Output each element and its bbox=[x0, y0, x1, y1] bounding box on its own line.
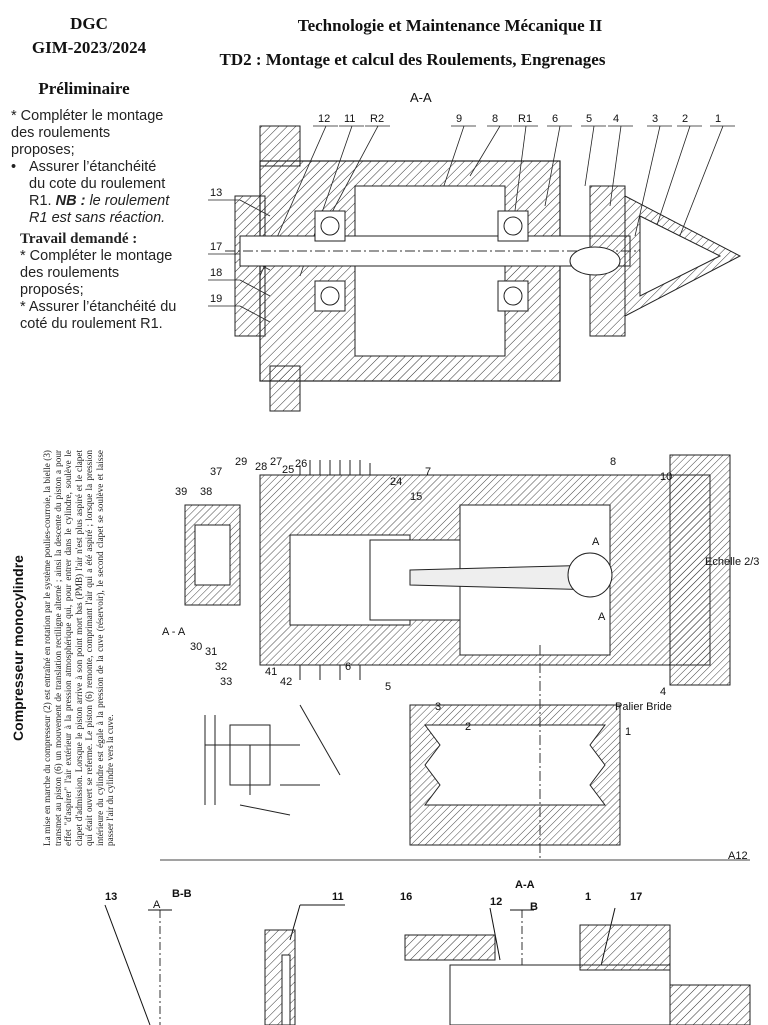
callout-label: 12 bbox=[318, 113, 330, 125]
preliminaire-title: Préliminaire bbox=[38, 79, 130, 98]
bearing-assembly-drawing: A-A 12 11 R2 9 8 R1 6 5 4 3 2 1 13 17 18 19 bbox=[208, 90, 742, 412]
callout-label: 3 bbox=[652, 113, 658, 125]
preliminaire-bullet: • Assurer l’étanchéité du cote du rouleme… bbox=[11, 159, 176, 227]
travail-title: Travail demandé : bbox=[20, 231, 138, 247]
compressor-callout: 2 bbox=[465, 721, 471, 733]
dept-label: DGC bbox=[70, 14, 108, 33]
callout-label: 1 bbox=[715, 113, 721, 125]
shaft-housing bbox=[404, 934, 496, 961]
compressor-callout: 30 bbox=[190, 641, 202, 653]
compressor-callout: 5 bbox=[385, 681, 391, 693]
section-mark: A bbox=[592, 536, 600, 548]
compressor-callout: 26 bbox=[295, 458, 307, 470]
nut bbox=[569, 246, 621, 276]
gear-callout: A bbox=[153, 899, 161, 911]
end-housing bbox=[669, 454, 731, 686]
preliminaire-block: * Compléter le montage des roulements pr… bbox=[11, 108, 176, 227]
preliminaire-line: * Compléter le montage des roulements pr… bbox=[11, 108, 164, 158]
bearing-label: Palier Bride bbox=[615, 701, 672, 713]
compressor-callout: 6 bbox=[345, 661, 351, 673]
callout-label: 9 bbox=[456, 113, 462, 125]
course-title: Technologie et Maintenance Mécanique II bbox=[297, 16, 603, 35]
compressor-callout: 31 bbox=[205, 646, 217, 658]
td-title: TD2 : Montage et calcul des Roulements, … bbox=[219, 50, 606, 69]
top-lug bbox=[259, 125, 301, 167]
section-b-b-label: B-B bbox=[172, 888, 192, 900]
callout-label: 4 bbox=[613, 113, 619, 125]
gear-callout: 1 bbox=[585, 891, 591, 903]
callout-label: 19 bbox=[210, 293, 222, 305]
gear-callout: 11 bbox=[332, 891, 344, 903]
callout-label: 5 bbox=[586, 113, 592, 125]
compressor-callout: 8 bbox=[610, 456, 616, 468]
compressor-callout: 29 bbox=[235, 456, 247, 468]
compresseur-description: La mise en marche du compresseur (2) est… bbox=[42, 450, 115, 846]
gear-callout: 12 bbox=[490, 896, 502, 908]
crank-pin bbox=[567, 552, 613, 598]
scale-label: Echelle 2/3 bbox=[705, 556, 759, 568]
bearing-r2 bbox=[314, 210, 346, 312]
section-a-a-label: A-A bbox=[410, 90, 432, 105]
compressor-callout: 33 bbox=[220, 676, 232, 688]
compressor-callout: 28 bbox=[255, 461, 267, 473]
corner-mark: A12 bbox=[728, 850, 748, 862]
compressor-callout: 32 bbox=[215, 661, 227, 673]
compressor-callout: 41 bbox=[265, 666, 277, 678]
gear-teeth bbox=[669, 984, 751, 1025]
compressor-callout: 27 bbox=[270, 456, 282, 468]
nb-label: NB : bbox=[55, 193, 86, 209]
callout-label: 2 bbox=[682, 113, 688, 125]
bottom-lug bbox=[269, 365, 301, 412]
compressor-callout: 10 bbox=[660, 471, 672, 483]
callout-label: 18 bbox=[210, 267, 222, 279]
gear-shaft bbox=[449, 964, 671, 1025]
gear-callouts: 13A 11 16 12 B 1 17 bbox=[105, 891, 642, 913]
bearing-r1 bbox=[497, 210, 529, 312]
callout-label: 11 bbox=[344, 113, 355, 125]
compressor-callout: 15 bbox=[410, 491, 422, 503]
compressor-callout: 25 bbox=[282, 464, 294, 476]
compresseur-title: Compresseur monocylindre bbox=[10, 555, 26, 741]
compressor-callout: 38 bbox=[200, 486, 212, 498]
gear-callout: 13 bbox=[105, 891, 117, 903]
compressor-callout: 37 bbox=[210, 466, 222, 478]
compressor-callout: 4 bbox=[660, 686, 666, 698]
callout-label: 8 bbox=[492, 113, 498, 125]
cooling-fins bbox=[299, 460, 371, 680]
gear-callout: 17 bbox=[630, 891, 642, 903]
preliminaire-bullet-text: Assurer l’étanchéité du cote du roulemen… bbox=[29, 159, 166, 209]
callout-label: 13 bbox=[210, 187, 222, 199]
preliminaire-bullets: • Assurer l’étanchéité du cote du rouleme… bbox=[11, 159, 176, 227]
housing-cavity bbox=[354, 185, 506, 357]
kinematic-schematic bbox=[204, 704, 341, 816]
compressor-callout: 3 bbox=[435, 701, 441, 713]
academic-year: GIM-2023/2024 bbox=[31, 38, 147, 57]
section-a-a-bottom-label: A-A bbox=[515, 879, 535, 891]
compressor-callout: 1 bbox=[625, 726, 631, 738]
travail-block: * Compléter le montage des roulements pr… bbox=[20, 248, 180, 333]
gear-assembly-drawing: B-B A-A 13A 11 16 12 B 1 17 bbox=[104, 879, 751, 1025]
callout-label: R1 bbox=[518, 113, 532, 125]
compressor-callout: 42 bbox=[280, 676, 292, 688]
section-mark: A bbox=[598, 611, 606, 623]
nb-text: le roulement R1 est sans réaction. bbox=[29, 193, 170, 226]
bullet-icon: • bbox=[11, 159, 17, 175]
compressor-callout: 24 bbox=[390, 476, 402, 488]
gear bbox=[579, 924, 671, 971]
leader-line bbox=[584, 125, 595, 187]
callout-label: 6 bbox=[552, 113, 558, 125]
gear-callout: 16 bbox=[400, 891, 412, 903]
compressor-callout: 39 bbox=[175, 486, 187, 498]
travail-line-2: * Assurer l’étanchéité du coté du roulem… bbox=[20, 299, 177, 332]
callout-label: R2 bbox=[370, 113, 384, 125]
travail-line-1: * Compléter le montage des roulements pr… bbox=[20, 248, 173, 298]
section-label: A - A bbox=[162, 626, 186, 638]
gear-callout: B bbox=[530, 901, 538, 913]
compressor-callout: 7 bbox=[425, 466, 431, 478]
callout-label: 17 bbox=[210, 241, 222, 253]
